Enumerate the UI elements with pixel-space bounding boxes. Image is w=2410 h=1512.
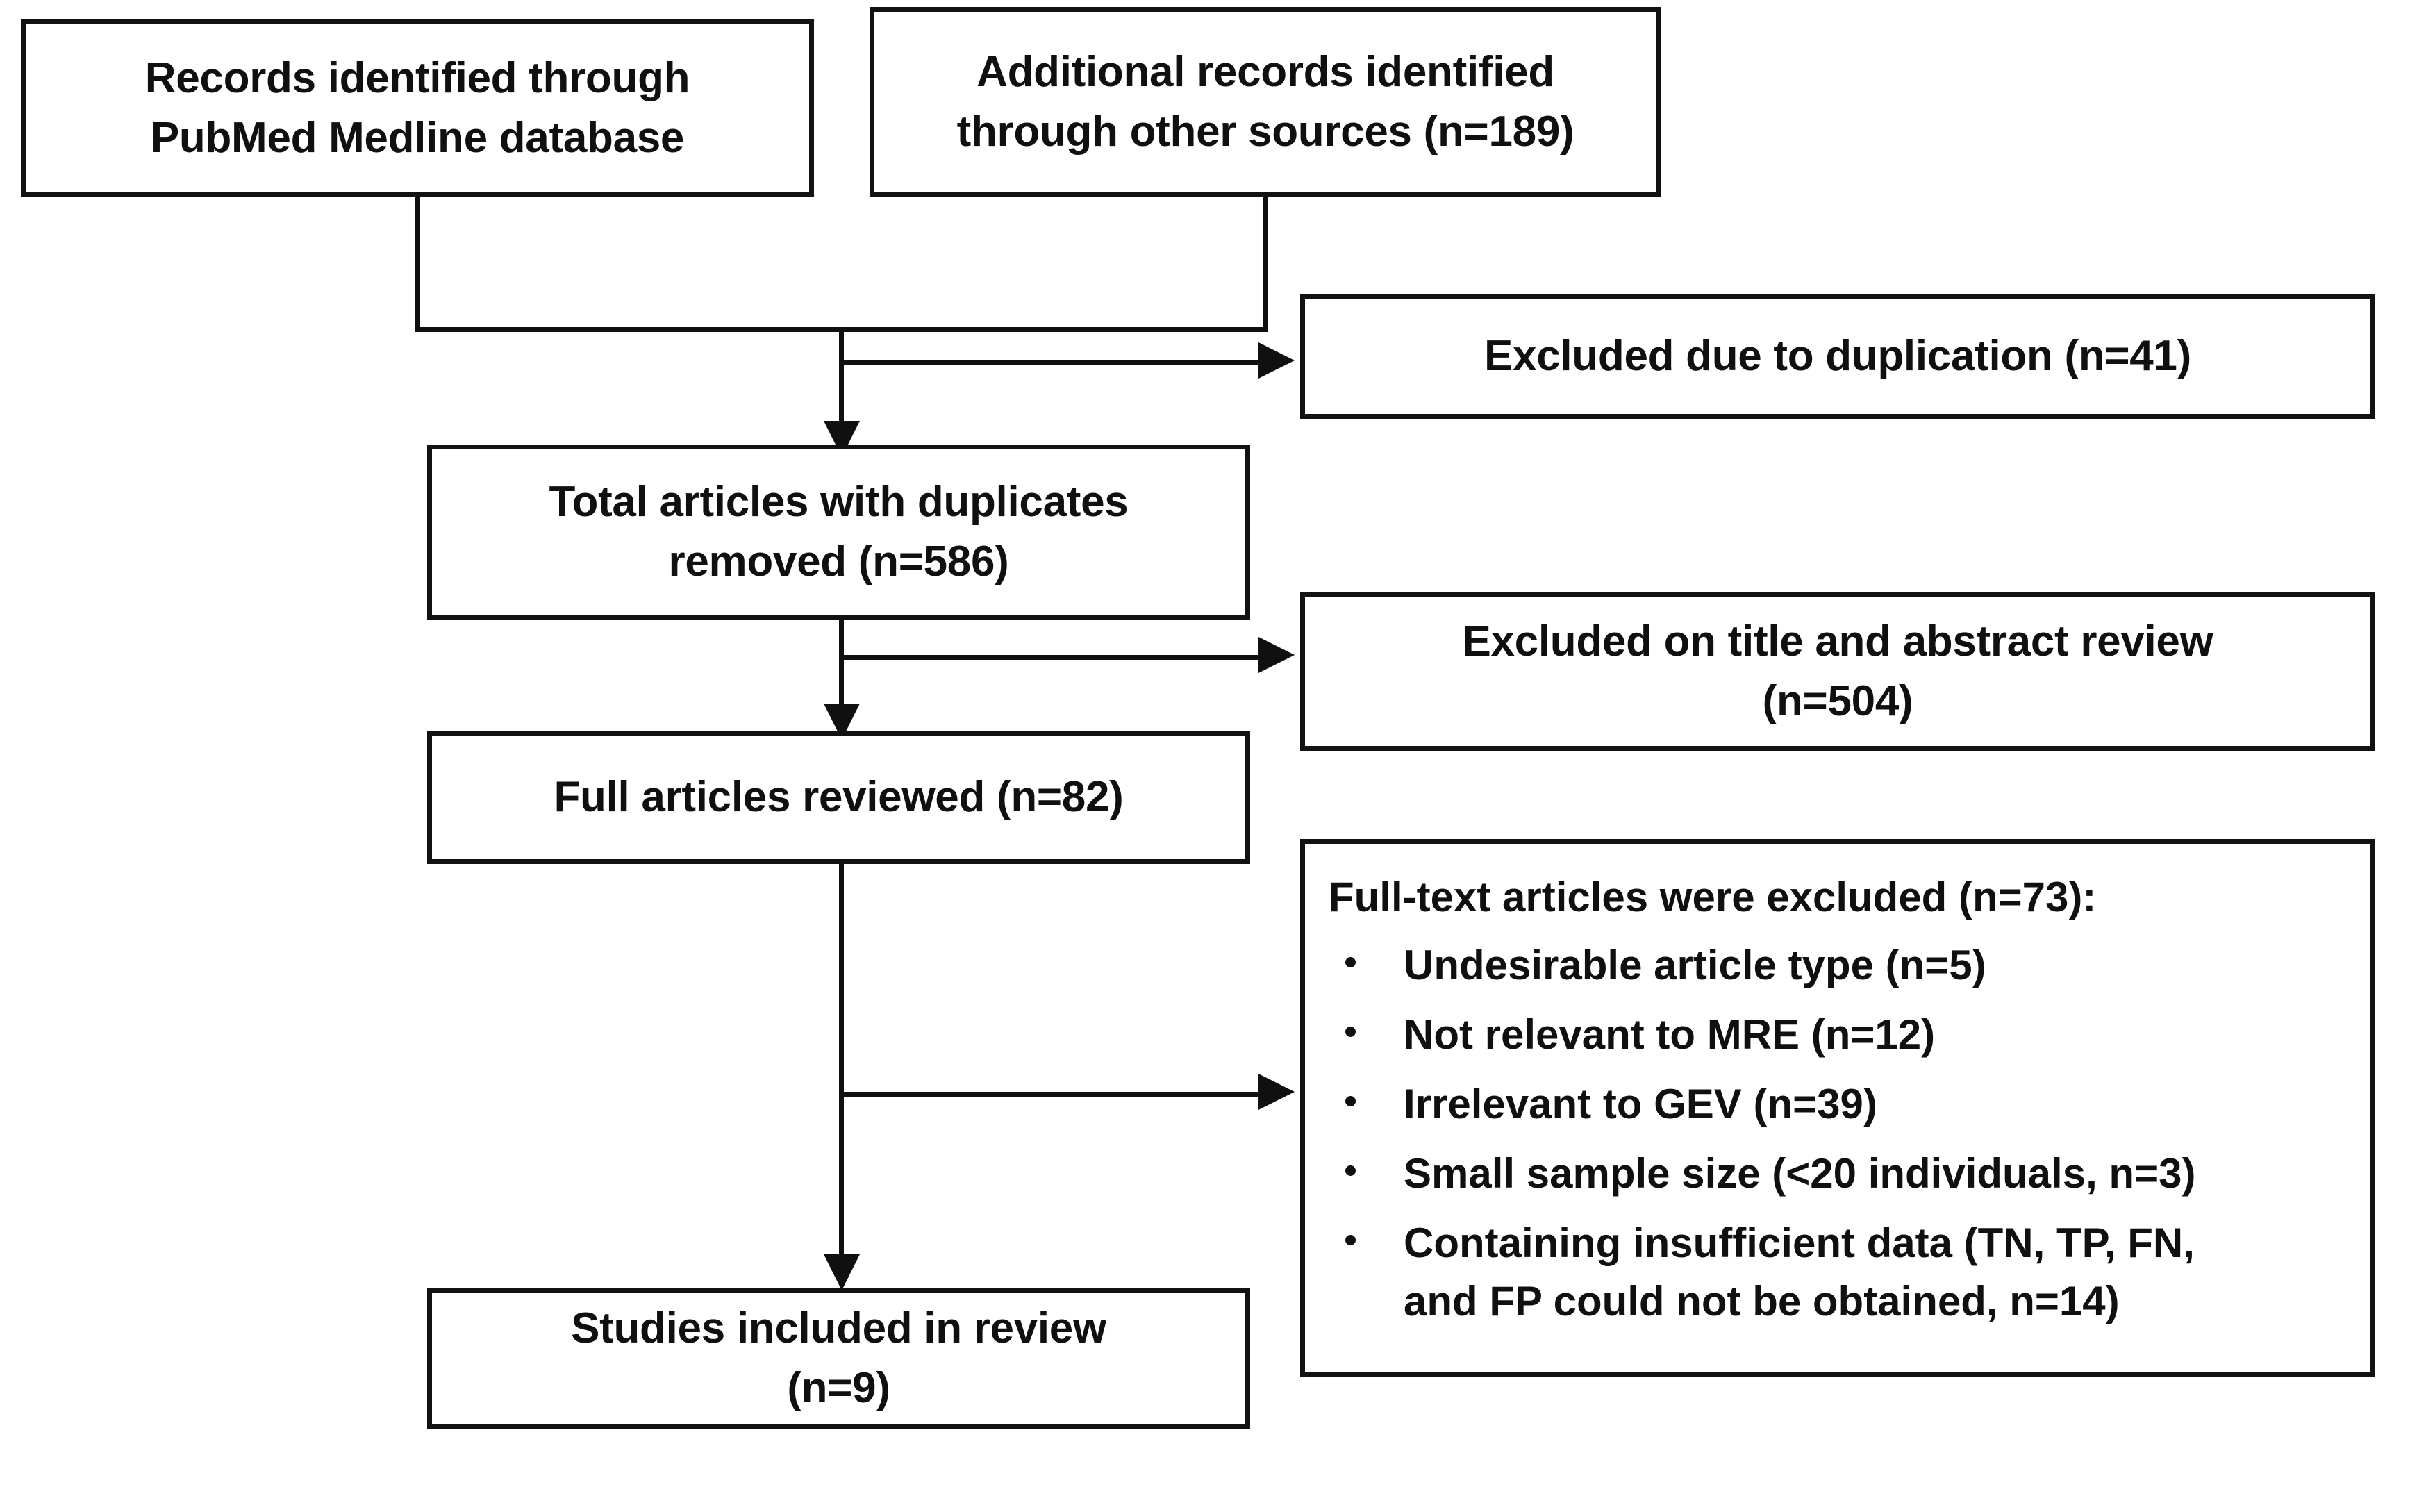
connector-to-excluded-duplication <box>839 360 1261 365</box>
excluded-title-abstract-line-1: Excluded on title and abstract review <box>1462 617 2213 666</box>
connector-duplicates-removed-down <box>839 620 844 713</box>
connector-to-full-text-excluded <box>839 1092 1261 1097</box>
arrowhead-to-excluded-title-abstract <box>1258 637 1295 673</box>
studies-included-line-2: (n=9) <box>787 1364 890 1412</box>
node-full-text-articles-excluded: Full-text articles were excluded (n=73):… <box>1300 839 2375 1377</box>
node-full-articles-reviewed: Full articles reviewed (n=82) <box>427 731 1250 864</box>
node-excluded-on-title-and-abstract-review: Excluded on title and abstract review (n… <box>1300 592 2375 751</box>
exclusion-reason-text: Irrelevant to GEV (n=39) <box>1404 1081 1877 1128</box>
exclusion-reason-text: Containing insufficient data (TN, TP, FN… <box>1404 1220 2195 1267</box>
node-records-identified-pubmed: Records identified through PubMed Medlin… <box>21 19 814 197</box>
exclusion-reason-item: Containing insufficient data (TN, TP, FN… <box>1329 1214 2352 1331</box>
records-other-line-1: Additional records identified <box>977 48 1554 97</box>
bullet-dot-icon <box>1345 1235 1356 1246</box>
full-text-excluded-bullet-list: Undesirable article type (n=5) Not relev… <box>1329 936 2352 1342</box>
connector-full-articles-down <box>839 864 844 1265</box>
exclusion-reason-text: Small sample size (<20 individuals, n=3) <box>1404 1150 2196 1197</box>
connector-merge-stem <box>839 327 844 431</box>
records-pubmed-line-2: PubMed Medline database <box>150 114 685 162</box>
studies-included-line-1: Studies included in review <box>571 1304 1106 1353</box>
exclusion-reason-text: Undesirable article type (n=5) <box>1404 942 1986 989</box>
bullet-dot-icon <box>1345 957 1356 968</box>
exclusion-reason-item: Not relevant to MRE (n=12) <box>1329 1006 2352 1064</box>
records-other-line-2: through other sources (n=189) <box>956 108 1574 156</box>
excluded-duplication-line-1: Excluded due to duplication (n=41) <box>1484 332 2192 381</box>
node-additional-records-other-sources: Additional records identified through ot… <box>870 7 1661 197</box>
node-total-articles-duplicates-removed: Total articles with duplicates removed (… <box>427 445 1250 620</box>
exclusion-reason-item: Small sample size (<20 individuals, n=3) <box>1329 1145 2352 1203</box>
exclusion-reason-item: Irrelevant to GEV (n=39) <box>1329 1075 2352 1133</box>
bullet-dot-icon <box>1345 1096 1356 1107</box>
duplicates-removed-line-2: removed (n=586) <box>668 538 1009 585</box>
excluded-title-abstract-line-2: (n=504) <box>1762 677 1913 725</box>
arrowhead-to-excluded-duplication <box>1258 342 1295 379</box>
exclusion-reason-text-continued: and FP could not be obtained, n=14) <box>1404 1278 2120 1325</box>
bullet-dot-icon <box>1345 1027 1356 1038</box>
connector-pubmed-down <box>415 197 420 332</box>
arrowhead-to-studies-included <box>824 1254 860 1290</box>
node-excluded-due-to-duplication: Excluded due to duplication (n=41) <box>1300 294 2375 419</box>
connector-to-excluded-title-abstract <box>839 655 1261 660</box>
exclusion-reason-item: Undesirable article type (n=5) <box>1329 936 2352 995</box>
connector-other-sources-down <box>1263 197 1268 332</box>
exclusion-reason-text: Not relevant to MRE (n=12) <box>1404 1011 1936 1058</box>
records-pubmed-line-1: Records identified through <box>144 54 690 103</box>
duplicates-removed-line-1: Total articles with duplicates <box>549 478 1129 526</box>
full-articles-reviewed-line-1: Full articles reviewed (n=82) <box>554 773 1124 822</box>
full-text-excluded-heading: Full-text articles were excluded (n=73): <box>1329 874 2097 920</box>
node-studies-included-in-review: Studies included in review (n=9) <box>427 1288 1250 1429</box>
arrowhead-to-full-text-excluded <box>1258 1074 1295 1110</box>
bullet-dot-icon <box>1345 1165 1356 1177</box>
